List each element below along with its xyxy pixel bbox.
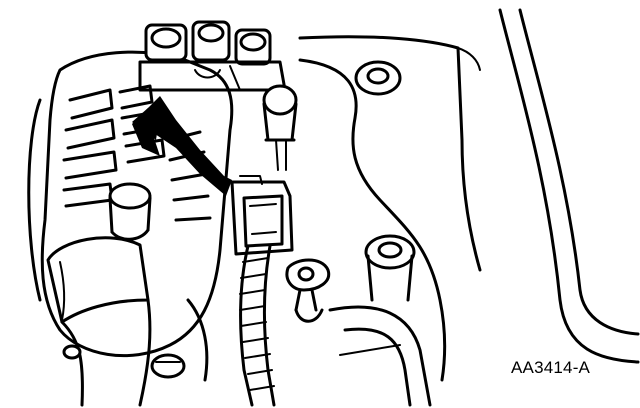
wiring-harness bbox=[239, 244, 276, 407]
terminal-studs bbox=[138, 20, 287, 92]
engine-frame-outline bbox=[298, 35, 482, 382]
ground-eyelet bbox=[285, 258, 331, 323]
coolant-hose bbox=[498, 8, 640, 364]
pointer-arrow bbox=[132, 96, 232, 196]
sensor-fitting bbox=[262, 84, 298, 171]
lower-bracket bbox=[328, 305, 432, 407]
electrical-connector bbox=[230, 175, 294, 256]
figure-reference-code: AA3414-A bbox=[511, 358, 591, 377]
intake-tube bbox=[46, 236, 152, 407]
bolt-heads bbox=[62, 298, 209, 382]
mounting-bosses bbox=[354, 60, 416, 302]
left-boss bbox=[108, 182, 152, 241]
